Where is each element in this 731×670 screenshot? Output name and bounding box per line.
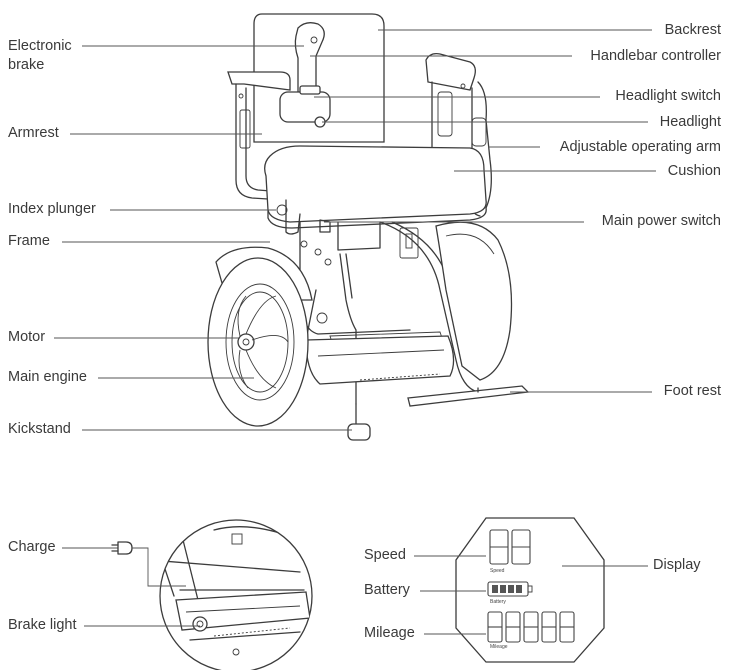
- battery-gauge: [487, 581, 533, 597]
- speed-caption: Speed: [490, 568, 505, 574]
- label-headlight-switch: Headlight switch: [615, 88, 721, 104]
- label-display: Display: [653, 557, 701, 573]
- leader-lines-display: [414, 555, 648, 635]
- label-armrest: Armrest: [8, 125, 59, 141]
- label-main-power-switch: Main power switch: [601, 213, 721, 229]
- left-armrest-shape: [227, 71, 291, 201]
- battery-caption: Battery: [490, 599, 506, 605]
- display-panel-shape: Speed Battery Mileage: [455, 517, 605, 663]
- left-wheel-shape: [207, 246, 313, 427]
- label-speed: Speed: [364, 547, 406, 563]
- label-charge: Charge: [8, 539, 56, 555]
- kickstand-shape: [347, 403, 371, 441]
- label-electronic-brake-line2: brake: [8, 57, 45, 73]
- right-wheel-shape: [435, 221, 513, 381]
- cushion-shape: [264, 145, 487, 229]
- label-adjustable-operating-arm: Adjustable operating arm: [559, 139, 721, 155]
- mileage-caption: Mileage: [490, 644, 508, 650]
- label-brake-light: Brake light: [8, 617, 77, 633]
- main-engine-shape: [305, 289, 455, 385]
- label-backrest: Backrest: [664, 22, 721, 38]
- rear-detail-shape: [159, 519, 313, 670]
- label-handlebar-controller: Handlebar controller: [590, 48, 721, 64]
- label-kickstand: Kickstand: [8, 421, 71, 437]
- label-electronic-brake-line1: Electronic: [8, 38, 72, 54]
- leader-lines-main: [54, 29, 656, 431]
- plug-icon: [62, 541, 186, 587]
- label-cushion: Cushion: [667, 163, 721, 179]
- label-motor: Motor: [8, 329, 46, 345]
- mileage-digits: [487, 611, 575, 643]
- label-foot-rest: Foot rest: [663, 383, 721, 399]
- label-headlight: Headlight: [659, 114, 721, 130]
- label-battery: Battery: [364, 582, 410, 598]
- label-frame: Frame: [8, 233, 50, 249]
- label-index-plunger: Index plunger: [8, 201, 96, 217]
- handlebar-controller-shape: [279, 22, 331, 128]
- label-mileage: Mileage: [364, 625, 415, 641]
- foot-rest-shape: [407, 385, 530, 407]
- speed-digits: [489, 529, 531, 565]
- label-main-engine: Main engine: [8, 369, 87, 385]
